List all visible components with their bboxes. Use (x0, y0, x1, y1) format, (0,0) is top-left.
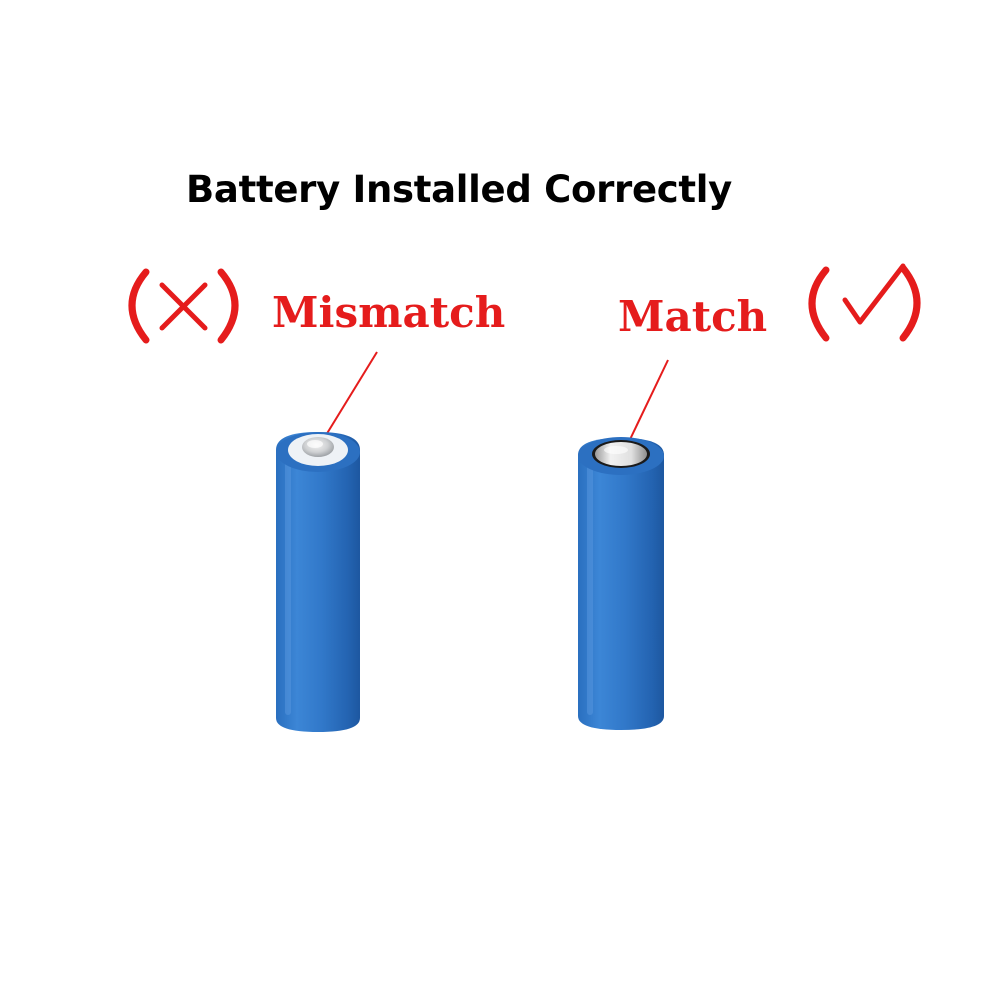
battery-button-top (276, 432, 360, 732)
page-title: Battery Installed Correctly (186, 168, 732, 211)
match-pointer-line (623, 359, 669, 453)
check-mark-icon (808, 263, 921, 342)
cross-mark-icon (128, 268, 239, 344)
match-label: Match (618, 292, 768, 341)
battery-flat-top (578, 437, 664, 730)
mismatch-pointer-line (322, 351, 378, 441)
mismatch-label: Mismatch (272, 288, 506, 337)
